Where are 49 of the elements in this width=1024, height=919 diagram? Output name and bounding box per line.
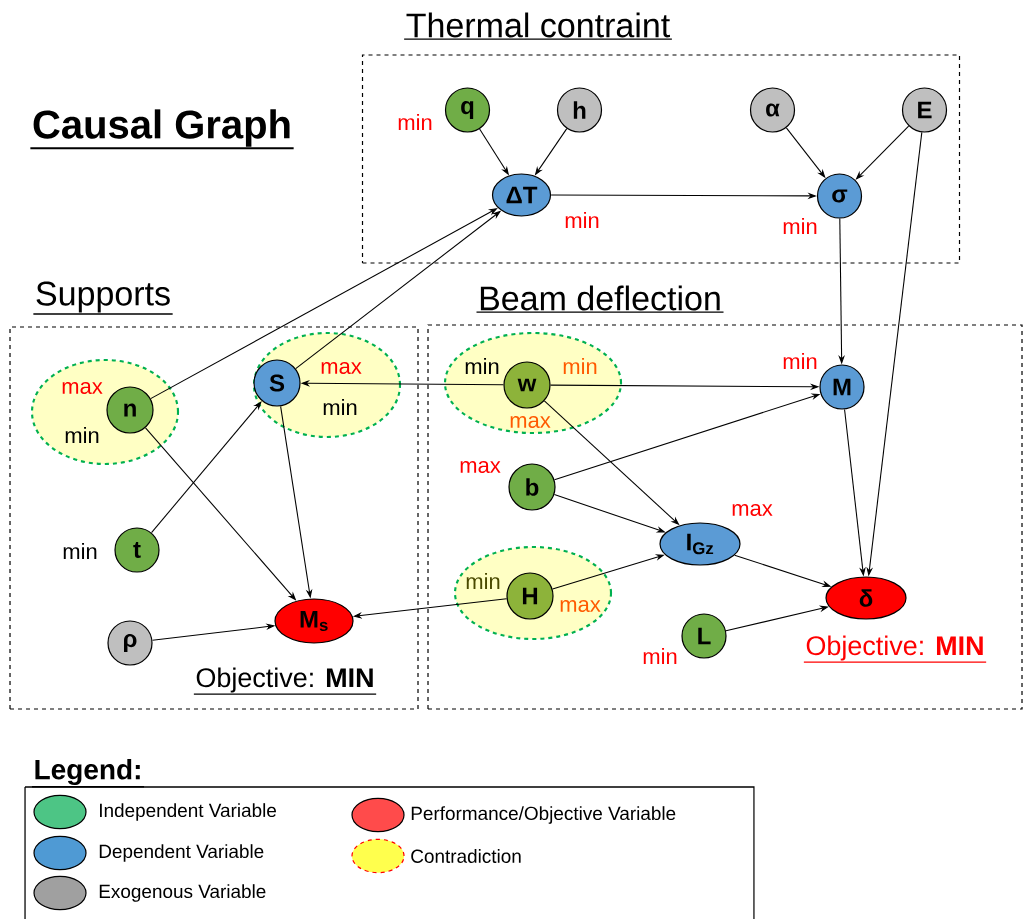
- bound-label: min: [466, 573, 500, 589]
- variable-node: L: [681, 613, 727, 659]
- variable-node: t: [114, 527, 160, 573]
- bound-label: min: [783, 353, 817, 369]
- bound-label: min: [465, 358, 499, 374]
- variable-node: α: [749, 87, 796, 133]
- section-heading: Supports: [32, 281, 174, 315]
- legend-label: Exogenous Variable: [99, 884, 266, 902]
- bound-label: min: [63, 543, 97, 559]
- bound-label: max: [560, 599, 601, 612]
- variable-node: q: [444, 87, 491, 133]
- label: Legend:: [35, 758, 140, 786]
- variable-node: δ: [825, 576, 907, 620]
- section-heading: Thermal contraint: [403, 12, 673, 40]
- arrow: [855, 125, 910, 180]
- variable-node: ρ: [107, 620, 153, 666]
- legend-label: Contradiction: [411, 849, 521, 863]
- bound-label: min: [323, 399, 357, 415]
- objective-label: Objective: MIN: [803, 635, 987, 663]
- variable-node: M: [819, 364, 865, 410]
- variable-node: H: [506, 572, 554, 620]
- bound-label: min: [398, 114, 432, 130]
- section-heading: Beam deflection: [475, 285, 725, 313]
- variable-node: h: [556, 87, 603, 133]
- variable-node: E: [901, 87, 948, 133]
- legend-label: Performance/Objective Variable: [411, 806, 676, 824]
- bound-label: min: [565, 212, 599, 228]
- variable-node: σ: [816, 173, 863, 219]
- title: Causal Graph: [29, 109, 295, 150]
- bound-label: max: [321, 361, 362, 374]
- variable-node: M$_{s}$: [274, 598, 354, 644]
- variable-node: S: [253, 359, 301, 407]
- variable-node: I$_{Gz}$: [659, 522, 741, 566]
- bound-label: min: [783, 218, 817, 234]
- bound-label: max: [62, 381, 103, 394]
- variable-node: n: [106, 386, 154, 434]
- bound-label: max: [460, 460, 501, 473]
- bound-label: max: [732, 503, 773, 516]
- variable-node: w: [503, 361, 551, 409]
- bound-label: min: [65, 427, 99, 443]
- legend-label: Independent Variable: [100, 803, 276, 821]
- legend-label: Dependent Variable: [99, 844, 264, 862]
- variable-node: ΔT: [491, 173, 552, 217]
- bound-label: max: [510, 415, 551, 428]
- arrow: [151, 401, 262, 534]
- bound-label: min: [643, 648, 677, 664]
- bound-label: min: [563, 358, 597, 374]
- objective-label: Objective: MIN: [193, 667, 377, 695]
- variable-node: b: [508, 463, 556, 511]
